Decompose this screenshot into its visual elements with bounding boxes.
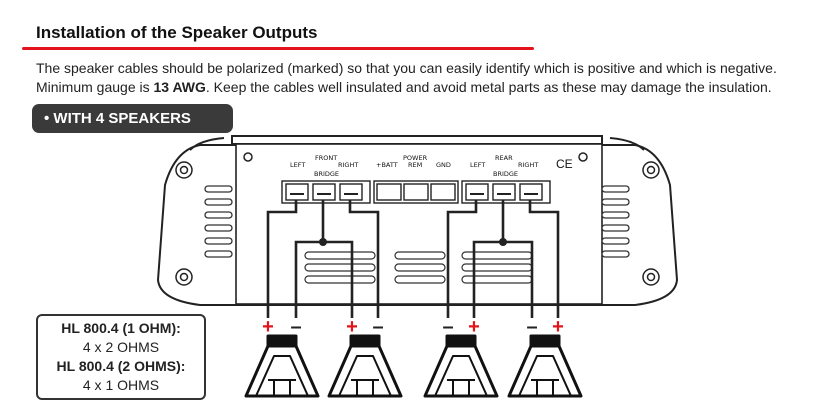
rem-label: REM (408, 161, 422, 169)
model-1-config: 4 x 2 OHMS (82, 339, 160, 355)
cooling-fins-right (601, 185, 630, 258)
plus-mark: + (262, 316, 274, 338)
paragraph-text: The speaker cables should be polarized (… (36, 60, 777, 95)
speaker-wires (266, 200, 560, 318)
minus-mark: – (442, 316, 453, 338)
minus-mark: – (290, 316, 301, 338)
instructions-paragraph: The speaker cables should be polarized (… (36, 59, 826, 97)
gnd-label: GND (436, 161, 451, 169)
model-2-label: HL 800.4 (2 OHMS): (56, 358, 186, 374)
minus-mark: – (526, 316, 537, 338)
wire-junction (319, 238, 507, 246)
heatsink-slots (304, 251, 533, 284)
terminal-block-power (373, 180, 459, 204)
power-label: POWER (403, 154, 428, 162)
polarity-marks: + – + – – + – + (262, 316, 564, 338)
rear-label: REAR (495, 154, 513, 162)
terminal-block-rear (461, 180, 551, 204)
model-2-config: 4 x 1 OHMS (82, 377, 160, 393)
section-title: Installation of the Speaker Outputs (36, 23, 318, 42)
front-label: FRONT (315, 154, 337, 162)
minus-mark: – (372, 316, 383, 338)
speaker-icon (244, 334, 583, 398)
paragraph-text-end: . Keep the cables well insulated and avo… (205, 79, 772, 95)
title-underline (22, 47, 534, 50)
ce-mark: CE (556, 157, 573, 171)
panel-labels: FRONT LEFT RIGHT BRIDGE POWER +BATT REM … (290, 154, 573, 178)
plus-mark: + (552, 316, 564, 338)
rear-right-label: RIGHT (518, 161, 538, 169)
screw-icon (175, 152, 660, 286)
front-bridge-label: BRIDGE (314, 170, 339, 178)
impedance-spec-box: HL 800.4 (1 OHM): 4 x 2 OHMS HL 800.4 (2… (36, 314, 206, 400)
front-left-label: LEFT (290, 161, 305, 169)
batt-label: +BATT (376, 161, 398, 169)
rear-left-label: LEFT (470, 161, 485, 169)
gauge-value: 13 AWG (153, 79, 206, 95)
terminal-block-front (281, 180, 371, 204)
front-right-label: RIGHT (338, 161, 358, 169)
plus-mark: + (346, 316, 358, 338)
cooling-fins-left (204, 185, 233, 258)
speaker-count-badge: • WITH 4 SPEAKERS (32, 104, 233, 133)
model-1-label: HL 800.4 (1 OHM): (61, 320, 181, 336)
rear-bridge-label: BRIDGE (493, 170, 518, 178)
plus-mark: + (468, 316, 480, 338)
